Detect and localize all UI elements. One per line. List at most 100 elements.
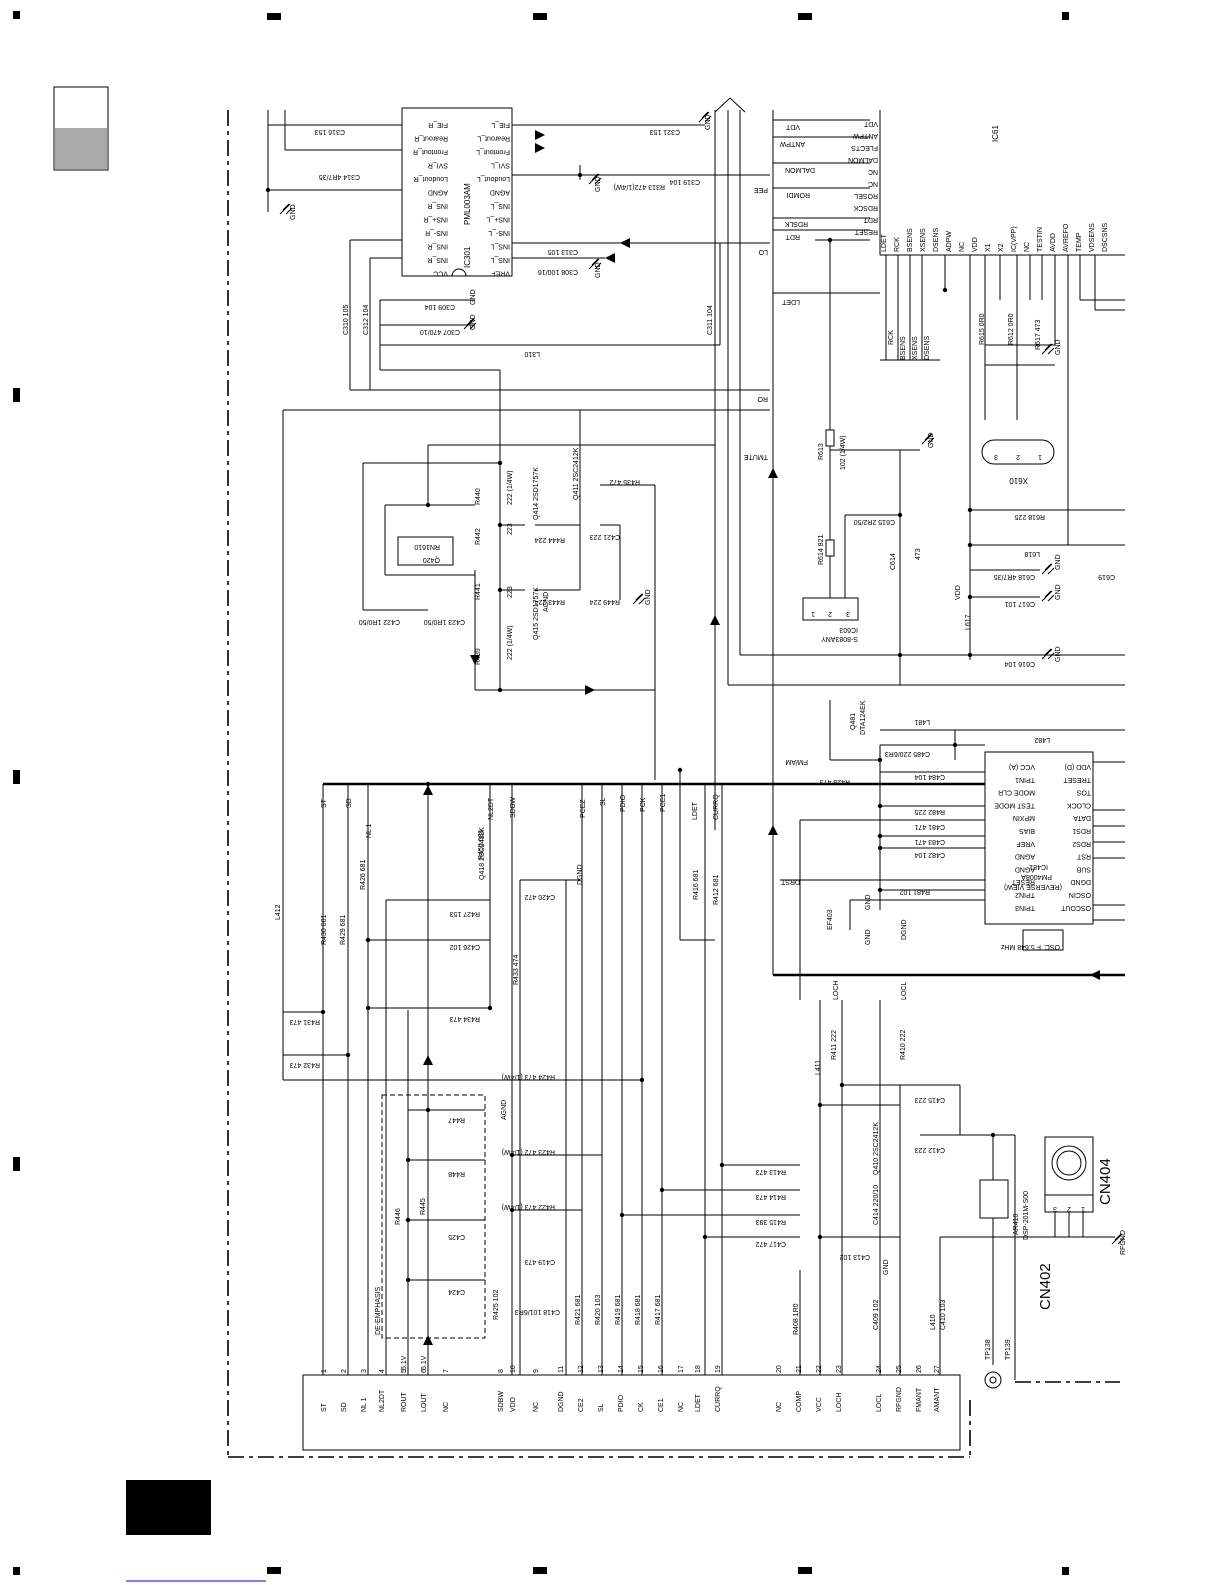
- ic481-pin-label: VDD (D): [1065, 763, 1091, 770]
- r413-label: R413 473: [756, 1168, 786, 1175]
- svg-text:1: 1: [811, 610, 815, 617]
- c316-label: C316 153: [315, 128, 345, 135]
- svg-text:3: 3: [1053, 1205, 1057, 1212]
- net-antpw: ANTPW: [779, 140, 805, 147]
- r446-label: R446: [395, 1208, 402, 1225]
- osc-label: OSC. F 5.648 MHz: [1000, 943, 1060, 950]
- gnd-label: GND: [865, 894, 872, 910]
- cn402-pin-name: CE2: [578, 1398, 585, 1412]
- c314-label: C314 4R7/35: [319, 173, 360, 180]
- ic301-right-pins: FIE_LRearout_LFrontout_LSVI_LLoudout_LAG…: [476, 121, 510, 277]
- ic601-ref: IC61: [991, 125, 1000, 142]
- arrow-icon: [768, 468, 778, 478]
- cn402-pin-number: 16: [658, 1365, 665, 1373]
- arrow-icon: [768, 825, 778, 835]
- ic481-pin-label: RDS1: [1072, 827, 1091, 834]
- cn402-pin-number: 5: [401, 1369, 408, 1373]
- ic601-pin-label: LDET: [881, 233, 888, 252]
- bus-net-label: SL: [600, 797, 607, 806]
- ic481-pin-label: TPIN2: [1015, 891, 1035, 898]
- net-bsens: BSENS: [900, 336, 907, 360]
- junction-dots: [265, 172, 996, 1283]
- gnd-label: GND: [645, 589, 652, 605]
- c615-label: C615 2R2/50: [854, 518, 895, 525]
- tp139-label: TP139: [1005, 1339, 1012, 1360]
- reg-mark: [267, 13, 281, 20]
- c313-label: C313 105: [548, 248, 578, 255]
- cn402-pin-number: 17: [678, 1365, 685, 1373]
- cn404-block: 3 2 1 CN404 RFGND: [1044, 1136, 1127, 1255]
- c422-label: C422 1R0/50: [359, 618, 400, 625]
- cn402-pin-number: 14: [618, 1365, 625, 1373]
- c310-label: C310 105: [343, 305, 350, 335]
- gnd-label: GND: [1055, 339, 1062, 355]
- ic301-pin-label: AGND: [428, 189, 448, 196]
- c483-label: C483 471: [915, 838, 945, 845]
- signal-arrows: [423, 130, 1100, 1345]
- cn402-pin-number: 23: [836, 1365, 843, 1373]
- c425-label: C425: [448, 1233, 465, 1240]
- cn402-pin-name: RFGND: [896, 1387, 903, 1412]
- ic601-pin-label: AVDD: [1050, 233, 1057, 252]
- reg-mark: [13, 1157, 20, 1171]
- dgnd-label: DGND: [577, 864, 584, 885]
- ic301-pin-label: INS-_L: [488, 229, 510, 236]
- ic601-pin-label: X1: [985, 243, 992, 252]
- cn402-pin-number: 25: [896, 1365, 903, 1373]
- bus-net-label: LDET: [692, 801, 699, 820]
- ic601-pin-label: VDSENS: [1089, 223, 1096, 252]
- r440-label: R440: [475, 488, 482, 505]
- arrow-icon: [423, 1335, 433, 1345]
- ic301-pin-label: INS+_R: [423, 216, 448, 223]
- ic481-pin-label: AGND: [1015, 865, 1035, 872]
- cn402-pin-number: 20: [776, 1365, 783, 1373]
- net-lo: LO: [758, 248, 768, 255]
- cn402-pin-name: NC: [533, 1402, 540, 1412]
- ic601-pin-label: TEMP: [1076, 232, 1083, 252]
- r426-label: R426 681: [360, 860, 367, 890]
- r432-label: R432 473: [290, 1061, 320, 1068]
- arrow-icon: [605, 253, 615, 263]
- r417-label: R417 681: [655, 1295, 662, 1325]
- ic301-ref: IC301: [463, 246, 472, 268]
- ic301-pin-label: INS_R: [427, 202, 448, 209]
- r419-label: R419 681: [615, 1295, 622, 1325]
- r424-label: R424 473 (1/4W): [502, 1073, 555, 1080]
- net-rdslk: RDSLK: [784, 220, 808, 227]
- net-fmam: FM/AM: [785, 758, 808, 765]
- ic603-ref: IC603: [839, 626, 858, 633]
- voltage-rout: 5.1V: [401, 1355, 408, 1370]
- ic481-pin-label: TPIN3: [1015, 904, 1035, 911]
- net-ro: RO: [757, 395, 768, 402]
- gnd-label: GND: [595, 176, 602, 192]
- q420-body: [397, 536, 454, 566]
- r313-label: R313 472(1/4W): [614, 183, 665, 190]
- l310-label: L310: [524, 350, 540, 357]
- q410-label: Q410 2SC2412K: [873, 1122, 880, 1175]
- ic481-pin-label: RDS2: [1072, 840, 1091, 847]
- net-ldet: LDET: [781, 298, 800, 305]
- cn402-pin-number: 24: [876, 1365, 883, 1373]
- r612-label: R612 0R0: [1008, 313, 1015, 345]
- net-romdi: ROMDI: [787, 191, 810, 198]
- r613-value: 102 (1/4W): [840, 435, 847, 470]
- r442-label: R442: [475, 528, 482, 545]
- l412-label: L412: [275, 904, 282, 920]
- cn402-pin-number: 9: [533, 1369, 540, 1373]
- svg-text:1: 1: [1038, 453, 1042, 460]
- cn402-pin-name: CURRQ: [715, 1386, 722, 1412]
- cn402-pin-name: LOCH: [836, 1393, 843, 1412]
- gnd-label: GND: [1055, 646, 1062, 662]
- cn402-pin-number: 19: [715, 1365, 722, 1373]
- cn402-pin-number: 3: [361, 1369, 368, 1373]
- c484-label: C484 104: [915, 773, 945, 780]
- gnd-label: GND: [1055, 554, 1062, 570]
- r445-label: R445: [420, 1198, 427, 1215]
- q414-label: Q414 2SD1757K: [533, 467, 540, 520]
- r435-label: R435 472: [610, 478, 640, 485]
- c308-label: C308 100/16: [538, 268, 578, 275]
- x610-ref: X610: [1009, 476, 1028, 485]
- ic601-pin-label: IC(VPP): [1011, 226, 1018, 252]
- c418-label: C418 101/6R3: [515, 1308, 560, 1315]
